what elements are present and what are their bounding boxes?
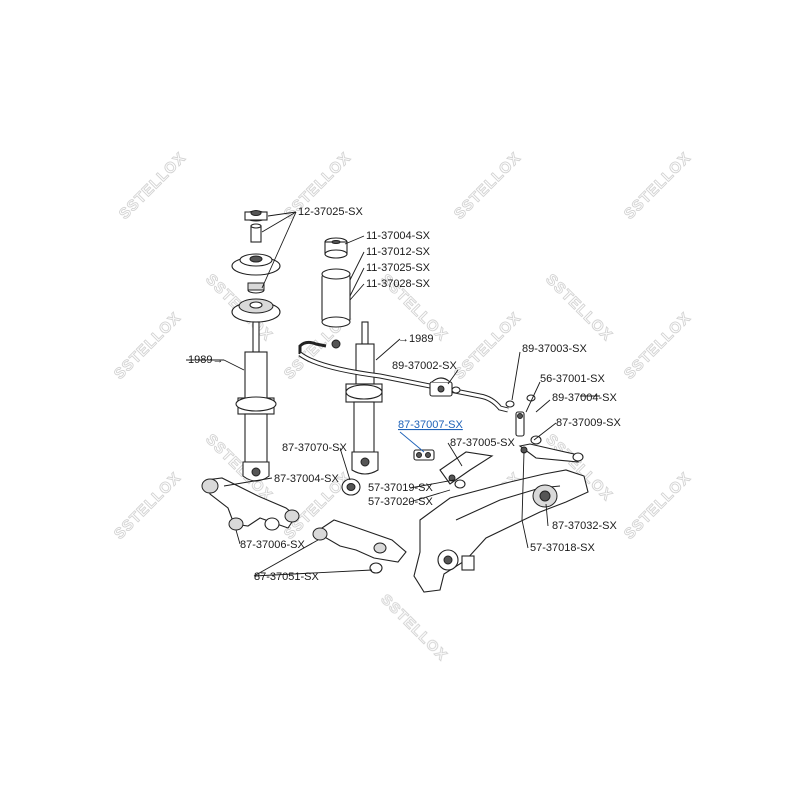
label-trailing-ball: 57-37018-SX — [530, 542, 595, 554]
label-stab-link: 89-37003-SX — [522, 343, 587, 355]
trailing-arm-knuckle — [413, 469, 589, 593]
shock-bushing-part — [341, 478, 361, 496]
watermark: SSTELLOX — [451, 309, 525, 383]
label-bump-stop-2: 11-37025-SX — [366, 262, 431, 274]
label-shock-left: 1989→ — [188, 354, 223, 366]
label-lower-arm-right: 87-37051-SX — [254, 571, 319, 583]
watermark: SSTELLOX — [621, 469, 695, 543]
label-bump-stop-3: 11-37028-SX — [366, 278, 431, 290]
label-upper-arm-bush: 87-37009-SX — [556, 417, 621, 429]
right-shock-assembly — [345, 321, 383, 475]
watermark: SSTELLOX — [111, 469, 185, 543]
watermark: SSTELLOX — [111, 309, 185, 383]
watermark: SSTELLOX — [116, 149, 190, 223]
stabilizer-link — [515, 394, 542, 445]
label-bump-stop-1: 11-37012-SX — [366, 246, 431, 258]
left-shock-assembly — [231, 210, 281, 482]
link-arm — [439, 451, 494, 489]
watermark: SSTELLOX — [621, 309, 695, 383]
lower-arm-left — [201, 477, 300, 531]
label-ball-joint-1: 57-37019-SX — [368, 482, 433, 494]
watermark: SSTELLOX — [451, 149, 525, 223]
label-top-mount: 12-37025-SX — [298, 206, 363, 218]
stabilizer-bar — [298, 339, 509, 413]
label-lower-arm-left: 87-37006-SX — [240, 539, 305, 551]
label-shock-right-text: 1989 — [409, 333, 433, 345]
watermark: SSTELLOX — [377, 591, 451, 665]
label-lower-arm-bush: 87-37004-SX — [274, 473, 339, 485]
watermark: SSTELLOX — [542, 271, 616, 345]
label-trailing-bush: 87-37032-SX — [552, 520, 617, 532]
highlighted-bushing-part — [413, 449, 435, 461]
label-shock-left-text: 1989 — [188, 354, 212, 366]
lower-arm-bottom — [312, 519, 407, 574]
label-bump-stop-nut: 11-37004-SX — [366, 230, 431, 242]
label-link-nut: 89-37004-SX — [552, 392, 617, 404]
label-arm-bush: 87-37005-SX — [450, 437, 515, 449]
label-shock-right: →1989 — [398, 333, 433, 345]
watermark-layer: SSTELLOX SSTELLOX SSTELLOX SSTELLOX SSTE… — [110, 149, 695, 665]
label-shock-bush: 87-37070-SX — [282, 442, 347, 454]
label-stab-bushing: 89-37002-SX — [392, 360, 457, 372]
label-ball-joint-2: 57-37020-SX — [368, 496, 433, 508]
label-highlighted-bushing[interactable]: 87-37007-SX — [398, 419, 463, 431]
leader-lines — [186, 211, 600, 577]
bump-stop-parts — [321, 237, 351, 328]
label-stab-link-2: 56-37001-SX — [540, 373, 605, 385]
watermark: SSTELLOX — [621, 149, 695, 223]
part-labels: 12-37025-SX 11-37004-SX 11-37012-SX 11-3… — [188, 206, 621, 583]
nut-parts — [451, 386, 515, 408]
